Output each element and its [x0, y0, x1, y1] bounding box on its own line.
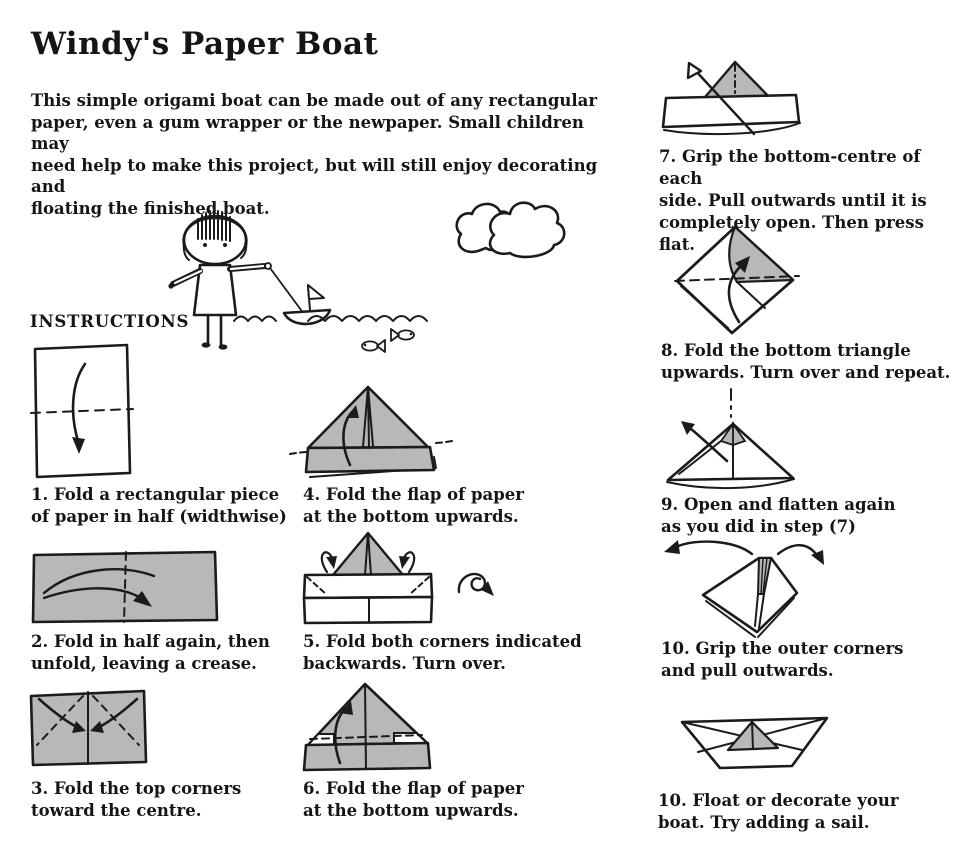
layer-lines: [705, 597, 795, 638]
fish-icon: [361, 328, 415, 353]
fold-arrow-icon: [727, 256, 750, 324]
fold-arrow-icon: [71, 362, 87, 454]
step-4-caption: 4. Fold the flap of paper at the bottom …: [303, 485, 524, 526]
step-2-caption: 2. Fold in half again, then unfold, leav…: [31, 632, 270, 673]
fold-line: [306, 576, 430, 596]
gray-peak: [719, 421, 747, 447]
pleat-lines: [364, 532, 372, 576]
curl-arrow-icon: [320, 551, 416, 574]
gray-quadrant: [728, 225, 795, 284]
hat-band: [661, 93, 801, 129]
page-title: Windy's Paper Boat: [31, 26, 379, 62]
scene-illustration: [158, 193, 590, 365]
band-curve: [663, 122, 801, 135]
fold-arrow-icon: [333, 701, 353, 765]
step-4-diagram: [289, 381, 458, 483]
pleat-stripes: [760, 557, 768, 595]
step-2-diagram: [30, 549, 220, 625]
paper-shape: [701, 556, 799, 634]
final-boat-diagram: [670, 710, 832, 776]
fold-arrow-icon: [42, 568, 156, 607]
step-10-caption: 10. Grip the outer corners and pull outw…: [661, 639, 904, 680]
intro-paragraph: This simple origami boat can be made out…: [31, 91, 598, 218]
step-6-diagram: [298, 681, 432, 777]
fold-line: [30, 408, 134, 414]
string-line: [269, 267, 305, 315]
pull-arrow-icon: [681, 421, 729, 463]
inner-line: [736, 281, 766, 309]
girl-figure: [168, 209, 272, 350]
final-step-caption: 10. Float or decorate your boat. Try add…: [658, 791, 899, 832]
pull-arrow-icon: [664, 540, 824, 565]
under-flap-line: [309, 456, 437, 478]
cloud-icon: [455, 201, 566, 259]
waves-icon: [233, 315, 428, 322]
fold-line: [123, 551, 127, 623]
instructions-heading: INSTRUCTIONS: [30, 312, 190, 331]
layer-line: [680, 285, 729, 329]
step-8-diagram: [673, 224, 801, 342]
fold-line: [309, 734, 423, 740]
step-9-caption: 9. Open and flatten again as you did in …: [661, 495, 896, 536]
step-7-caption: 7. Grip the bottom-centre of each side. …: [659, 147, 927, 254]
turn-over-arrow-icon: [457, 572, 494, 596]
step-3-caption: 3. Fold the top corners toward the centr…: [31, 779, 242, 820]
step-3-diagram: [27, 687, 149, 769]
inner-line: [678, 440, 722, 475]
fold-arrow-icon: [37, 697, 139, 733]
step-8-caption: 8. Fold the bottom triangle upwards. Tur…: [661, 341, 951, 382]
step-10-diagram: [654, 538, 826, 638]
pull-arrow-icon: [686, 61, 756, 136]
step-5-caption: 5. Fold both corners indicated backwards…: [303, 632, 582, 673]
toy-boat-icon: [282, 284, 332, 326]
step-9-diagram: [657, 387, 802, 492]
step-1-caption: 1. Fold a rectangular piece of paper in …: [31, 485, 287, 526]
step-6-caption: 6. Fold the flap of paper at the bottom …: [303, 779, 524, 820]
flap-shape: [302, 741, 432, 772]
flap-shape: [304, 445, 436, 474]
fold-line: [36, 695, 140, 746]
fold-arrow-icon: [342, 405, 359, 467]
pleat-lines: [362, 386, 374, 449]
step-5-diagram: [293, 528, 503, 628]
fold-line: [289, 440, 453, 455]
centre-line: [364, 683, 367, 770]
step-7-diagram: [656, 52, 806, 142]
upper-band: [302, 572, 434, 600]
paper-shape: [666, 422, 795, 482]
fold-line: [674, 275, 800, 282]
base-curve: [666, 478, 795, 490]
finished-paper-boat-icon: [680, 716, 829, 770]
step-1-diagram: [30, 342, 134, 480]
pleat-lines: [754, 593, 765, 629]
